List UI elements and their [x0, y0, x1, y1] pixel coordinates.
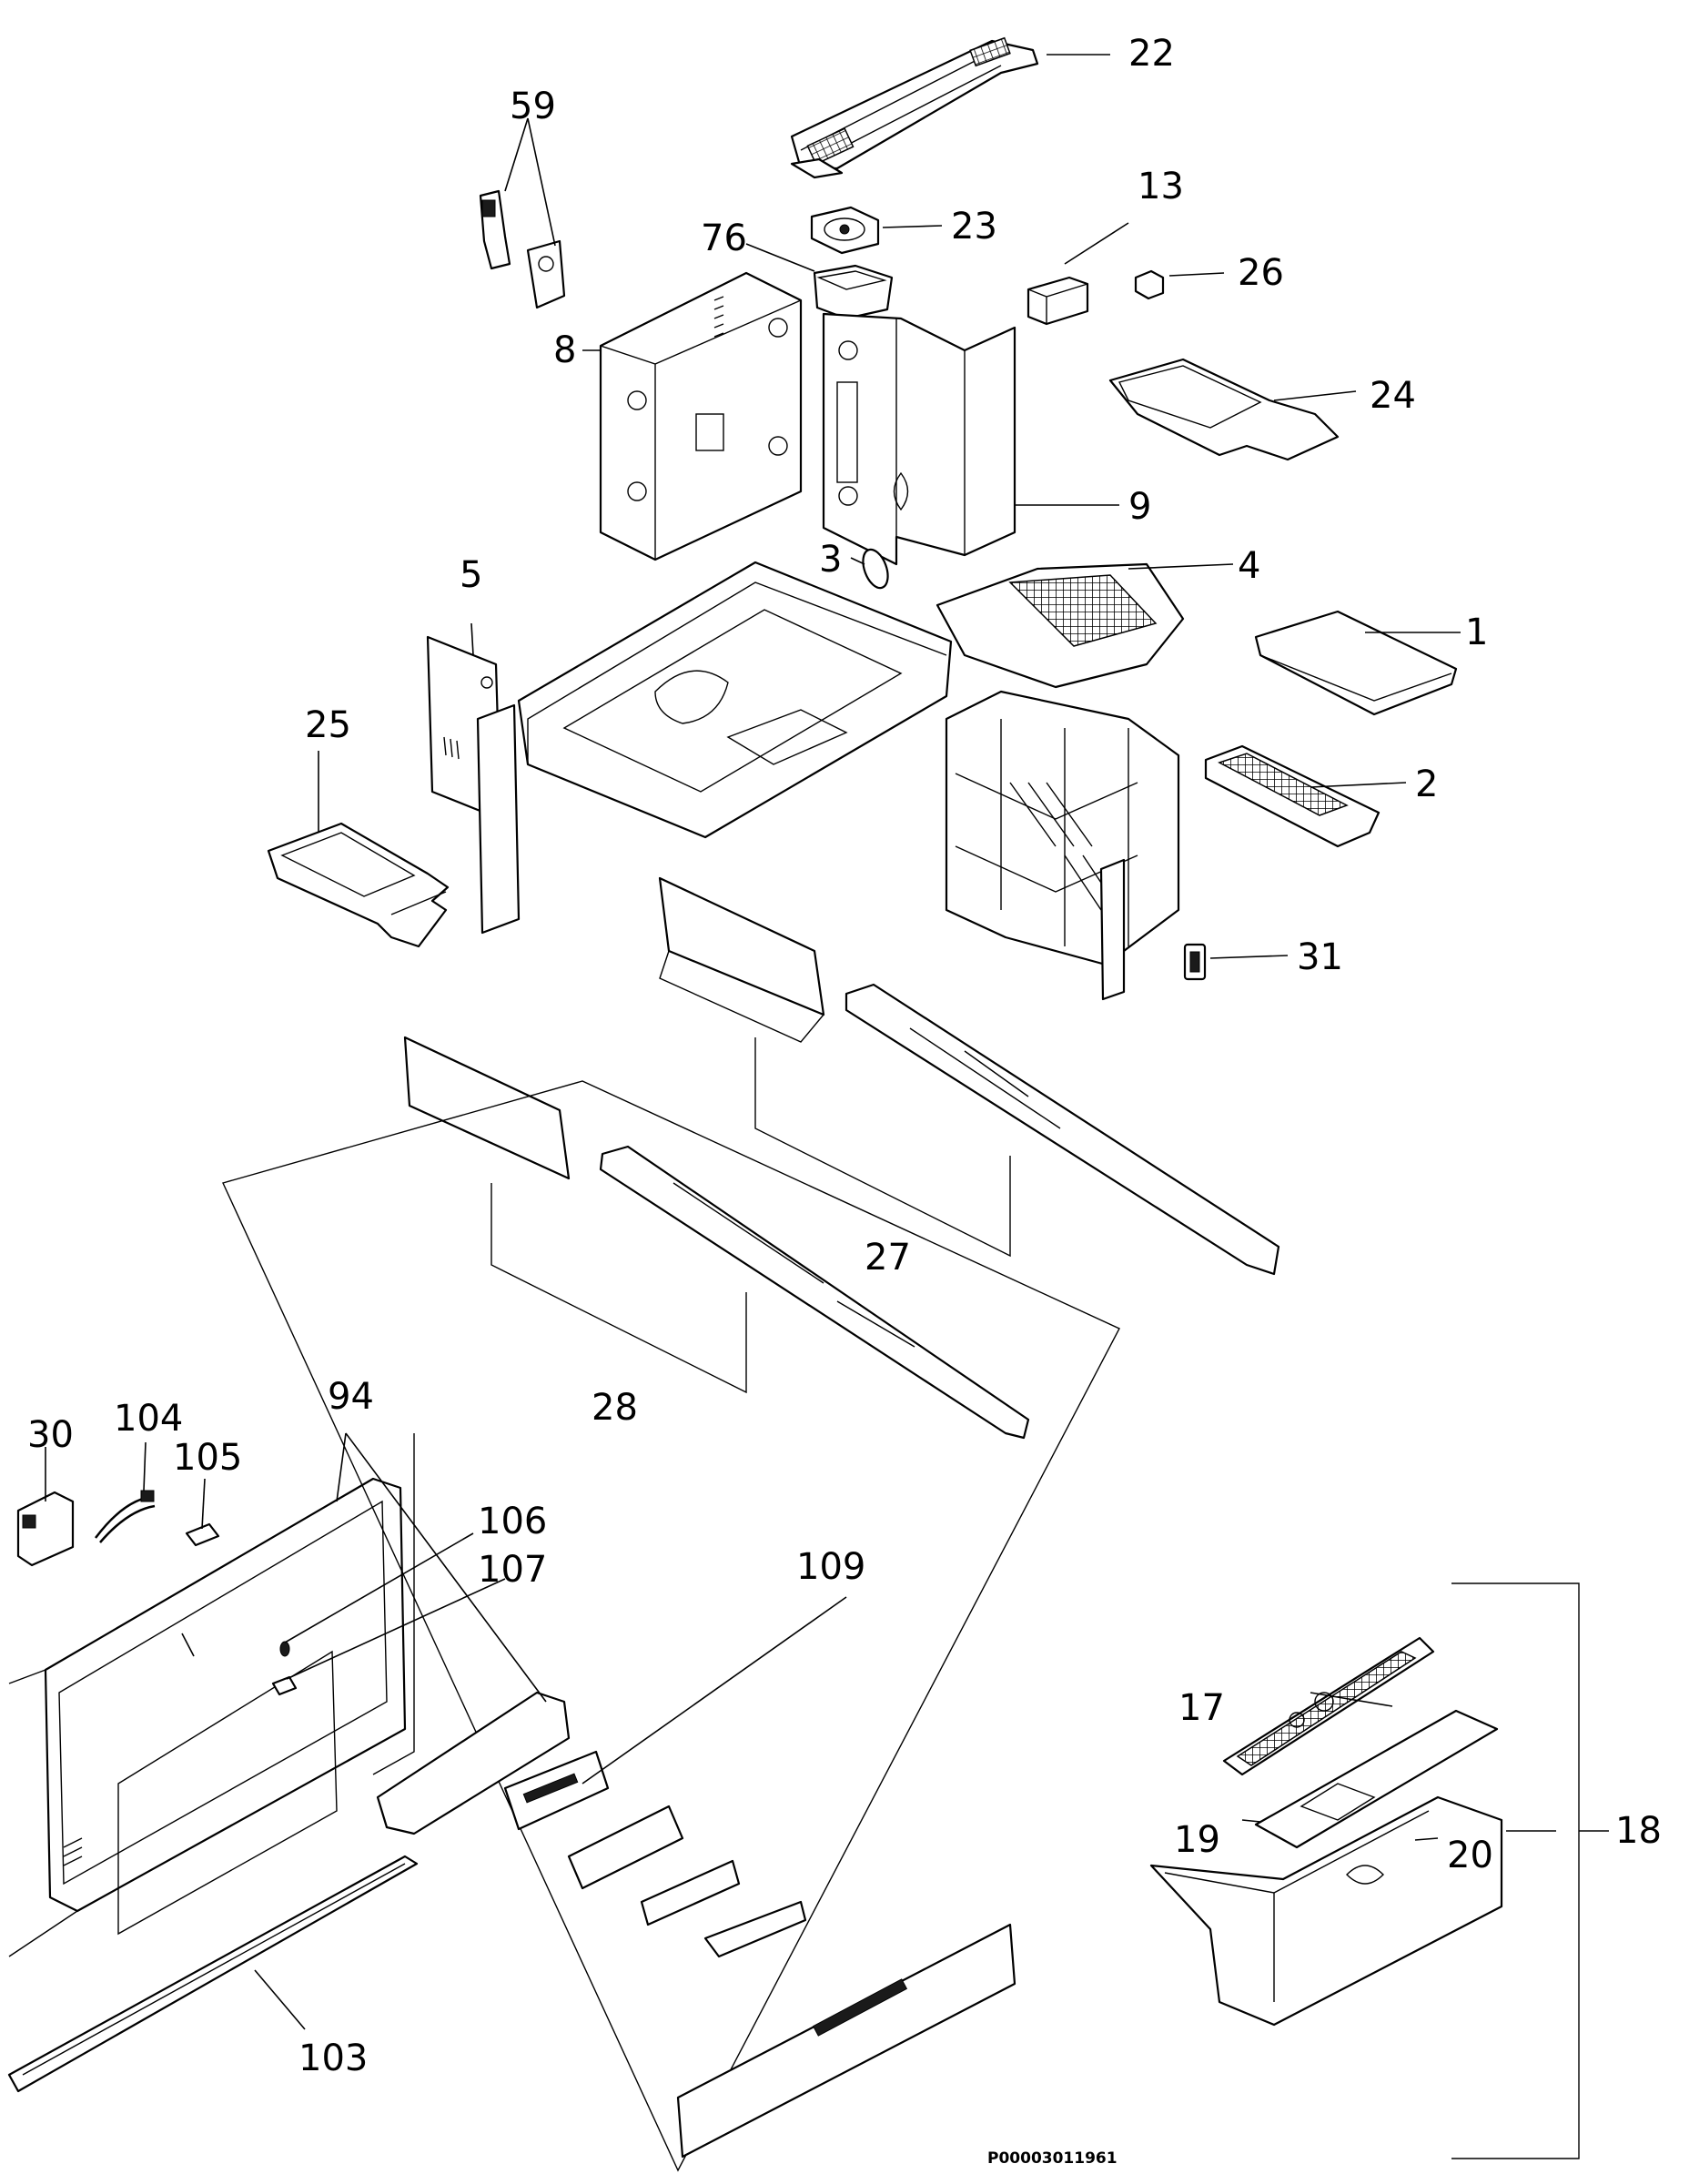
part-19-tray-insert [1254, 1709, 1499, 1849]
callout-31: 31 [1297, 936, 1343, 978]
part-107-holder [271, 1675, 298, 1696]
callout-94: 94 [328, 1376, 374, 1418]
part-30-module [16, 1491, 75, 1567]
brewing-unit-frame [945, 690, 1180, 1001]
part-4-top-cover [936, 562, 1185, 689]
part-59-sensor-bracket [479, 189, 566, 309]
callout-30: 30 [27, 1414, 74, 1456]
leader-lines [45, 54, 1556, 2030]
part-8-left-panel [599, 271, 803, 561]
callout-labels: 22 23 76 13 26 24 9 59 8 3 4 1 5 25 2 31… [27, 33, 1662, 2168]
callout-3: 3 [819, 539, 842, 581]
callout-18: 18 [1615, 1810, 1662, 1852]
callout-25: 25 [305, 704, 351, 746]
part-18-drip-assembly [1149, 1582, 1609, 2159]
part-24-tray [1108, 358, 1340, 461]
callout-20: 20 [1447, 1835, 1493, 1876]
callout-17: 17 [1178, 1687, 1225, 1729]
part-2-grate [1204, 744, 1381, 848]
callout-22: 22 [1128, 33, 1175, 75]
callout-105: 105 [173, 1437, 242, 1479]
part-27-plate-and-rail [658, 876, 1280, 1276]
part-76-square-duct [813, 264, 894, 320]
part-94-front-frame [8, 1433, 415, 1957]
callout-103: 103 [298, 2037, 368, 2079]
part-104-cable [95, 1490, 156, 1543]
part-26-clip [1134, 269, 1165, 300]
callout-28: 28 [592, 1387, 638, 1429]
part-13-housing [1027, 276, 1089, 326]
callout-4: 4 [1238, 545, 1260, 587]
callout-109: 109 [796, 1546, 865, 1588]
part-106-lamp [279, 1641, 290, 1657]
callout-9: 9 [1128, 486, 1151, 528]
part-17-grill-tray [1222, 1636, 1435, 1776]
part-28-plate-and-rail [403, 1036, 1030, 1440]
callout-26: 26 [1238, 252, 1284, 294]
part-25-drip-tray [267, 822, 450, 948]
chassis-base [517, 561, 953, 839]
drawing-code: P00003011961 [987, 2149, 1118, 2168]
part-1-cover-plate [1254, 610, 1458, 716]
part-22-top-duct [790, 36, 1039, 179]
part-23-fan [810, 206, 880, 255]
callout-5: 5 [460, 554, 482, 596]
callout-106: 106 [478, 1501, 547, 1542]
callout-13: 13 [1138, 166, 1184, 207]
callout-23: 23 [951, 206, 997, 248]
callout-107: 107 [478, 1549, 547, 1591]
callout-76: 76 [701, 217, 747, 259]
callout-2: 2 [1415, 763, 1438, 805]
part-103-trim-strip [7, 1855, 419, 2093]
part-3-seal [862, 548, 889, 590]
callout-24: 24 [1370, 375, 1416, 417]
callout-27: 27 [865, 1237, 911, 1279]
callout-19: 19 [1174, 1819, 1220, 1861]
callout-104: 104 [114, 1398, 183, 1440]
part-31-connector [1183, 943, 1207, 981]
control-panel-inset [222, 1080, 1120, 2172]
callout-8: 8 [553, 329, 576, 371]
part-9-right-panel [822, 312, 1016, 566]
callout-59: 59 [510, 86, 556, 127]
callout-1: 1 [1465, 612, 1488, 653]
